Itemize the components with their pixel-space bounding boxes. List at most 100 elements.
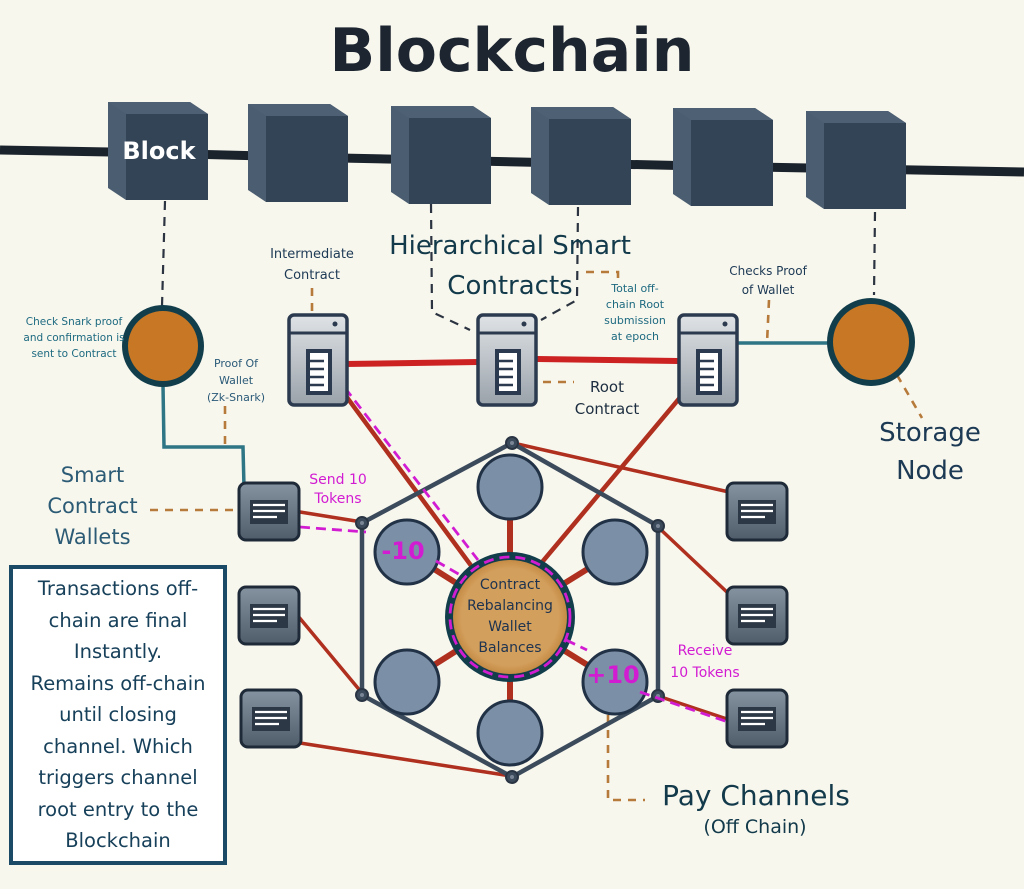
block1-to-snark-node-connector [160,200,167,307]
block-1 [108,102,208,200]
block-top-face [248,104,348,116]
total-offchain-root-label: Total off- chain Root submission at epoc… [590,281,680,345]
annotation-leaders [150,270,924,802]
intermediate-line-1: Intermediate [270,247,354,262]
satellite-node-5 [581,648,649,716]
checks-proof-leader [765,299,771,344]
wallet-devices [237,481,789,749]
smart-contract-wallets-label: Smart Contract Wallets [30,460,155,553]
total-offchain-line-4: at epoch [610,330,660,343]
block-top-face [673,108,773,120]
root-contract-line-1: Root [590,378,624,396]
center-node [445,552,575,682]
intermediate-line-2: Contract [284,268,340,283]
center-line-1: Contract [479,577,541,593]
wallet-l2-to-hex-link [296,614,364,695]
center-ring-path [448,555,572,679]
plus-balance-label: +10 [586,661,640,689]
checks-proof-line-1: Checks Proof [729,264,807,278]
storage-node-leader [895,374,924,419]
hierarchical-smart-contracts-label: Hierarchical Smart Contracts [370,226,650,306]
minus-node-to-center-path [435,559,463,578]
block-3 [391,106,491,204]
channel-links [296,385,732,778]
center-line-2: Rebalancing [467,598,553,614]
center-to-plus-node-path [565,638,588,652]
blocks [108,102,906,209]
satellite-nodes [373,453,649,767]
block-connectors [160,200,877,331]
root-to-right-contract-link [534,356,681,364]
off-chain-label: (Off Chain) [703,816,807,838]
block-front-face [824,123,906,209]
info-box-text: Transactions off- chain are final Instan… [30,577,206,853]
send-tokens-line-2: Tokens [314,491,362,507]
proof-of-wallet-line-1: Proof Of [213,357,259,370]
block-6 [806,111,906,209]
send-tokens-label: Send 10 Tokens [298,471,378,509]
receive-tokens-label: Receive 10 Tokens [660,640,750,684]
wallet-l1-to-hex-link [298,510,364,524]
block-top-face [108,102,208,114]
proof-of-wallet-line-2: Wallet [218,374,254,387]
block4-to-root-contract-connector [540,206,580,321]
check-snark-line-1: Check Snark proof [25,316,123,328]
block-front-face [549,119,631,205]
teal-links [161,341,832,488]
satellite-node-6 [476,699,544,767]
wallet-left-2 [237,585,301,646]
block-5 [673,108,773,206]
intermediate-contract-label: Intermediate Contract [247,244,377,286]
pay-channels-label: Pay Channels [662,779,850,812]
wallet-l3-to-hex-link [298,741,513,778]
wallet-to-minus-node-path [299,525,367,534]
satellite-node-2 [373,518,441,586]
checks-proof-line-2: of Wallet [741,283,795,297]
scw-line-1: Smart [60,463,125,487]
total-offchain-line-2: chain Root [605,298,665,311]
root-contract-line-2: Contract [574,400,640,418]
receive-tokens-line-2: 10 Tokens [670,665,740,681]
right-contract-to-center-link [535,385,691,570]
contract-servers [287,313,739,407]
wallet-r1-to-hex-link [511,441,731,494]
storage-node-line-2: Node [896,456,964,486]
proof-of-wallet-line-3: (Zk-Snark) [206,391,266,404]
center-line-4: Balances [478,640,542,656]
block-2 [248,104,348,202]
block-top-face [391,106,491,118]
storage-node-line-1: Storage [879,418,981,448]
hsc-line-2: Contracts [447,271,573,301]
contract-links [342,356,681,367]
right-contract-server [677,313,739,407]
wallet-left-3 [239,688,303,749]
storage-node [827,298,915,386]
snark-verifier-node [122,305,204,387]
proof-of-wallet-label: Proof Of Wallet (Zk-Snark) [196,355,276,406]
center-node-fill [453,560,567,674]
wallet-right-1 [725,481,789,542]
pay-channels-leader [606,715,645,802]
check-snark-line-2: and confirmation is [23,332,125,344]
block3-to-root-contract-connector [429,203,471,331]
receive-tokens-line-1: Receive [677,643,733,659]
transaction-path [299,387,729,724]
satellite-node-1 [476,453,544,521]
center-line-3: Wallet [488,619,532,635]
root-contract-server [476,313,538,407]
intermediate-to-center-path [343,387,480,561]
storage-node-label: Storage Node [860,414,1000,490]
block-front-face [409,118,491,204]
snark-node-to-wallet-link [161,384,246,488]
page-title: Blockchain [329,16,695,86]
total-offchain-line-3: submission [604,314,666,327]
scw-line-2: Contract [47,494,138,518]
block-front-face [691,120,773,206]
wallet-right-2 [725,585,789,646]
checks-proof-of-wallet-label: Checks Proof of Wallet [708,262,828,300]
hsc-line-1: Hierarchical Smart [389,231,631,261]
block-label: Block [122,137,196,165]
info-box: Transactions off- chain are final Instan… [9,565,227,865]
intermediate-to-center-link [340,389,481,578]
